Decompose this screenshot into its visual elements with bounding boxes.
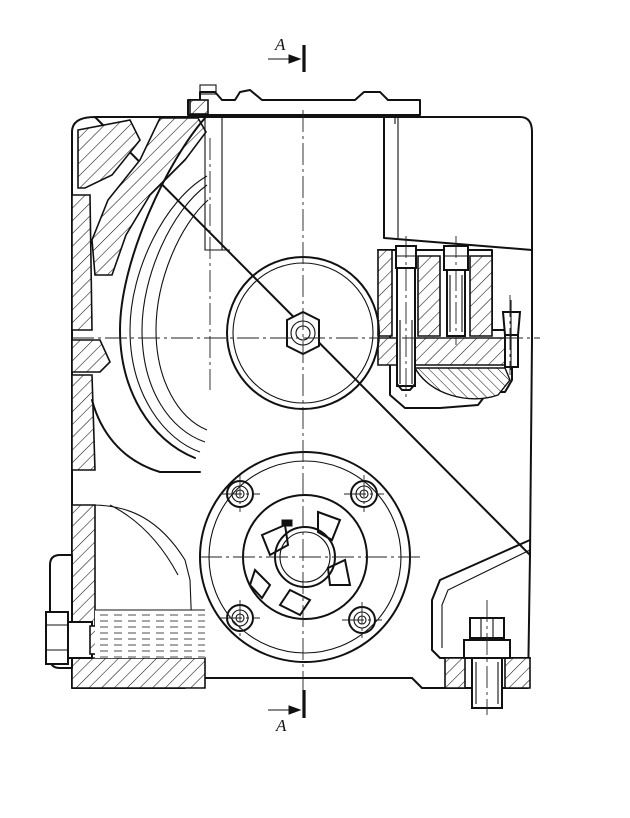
center-lines (72, 110, 540, 700)
left-wall-section (71, 117, 207, 689)
section-marker-bottom: A (268, 690, 306, 735)
hex-bolt-lower-right (463, 600, 511, 715)
drain-plug-right (501, 300, 522, 370)
section-label-top: A (274, 35, 286, 54)
top-cover (187, 84, 421, 124)
lower-right-rib (431, 539, 531, 689)
oil-level (95, 609, 205, 658)
section-marker-top: A (268, 35, 306, 72)
curved-rib (91, 117, 230, 659)
housing-outline (71, 116, 533, 689)
section-label-bottom: A (275, 716, 287, 735)
